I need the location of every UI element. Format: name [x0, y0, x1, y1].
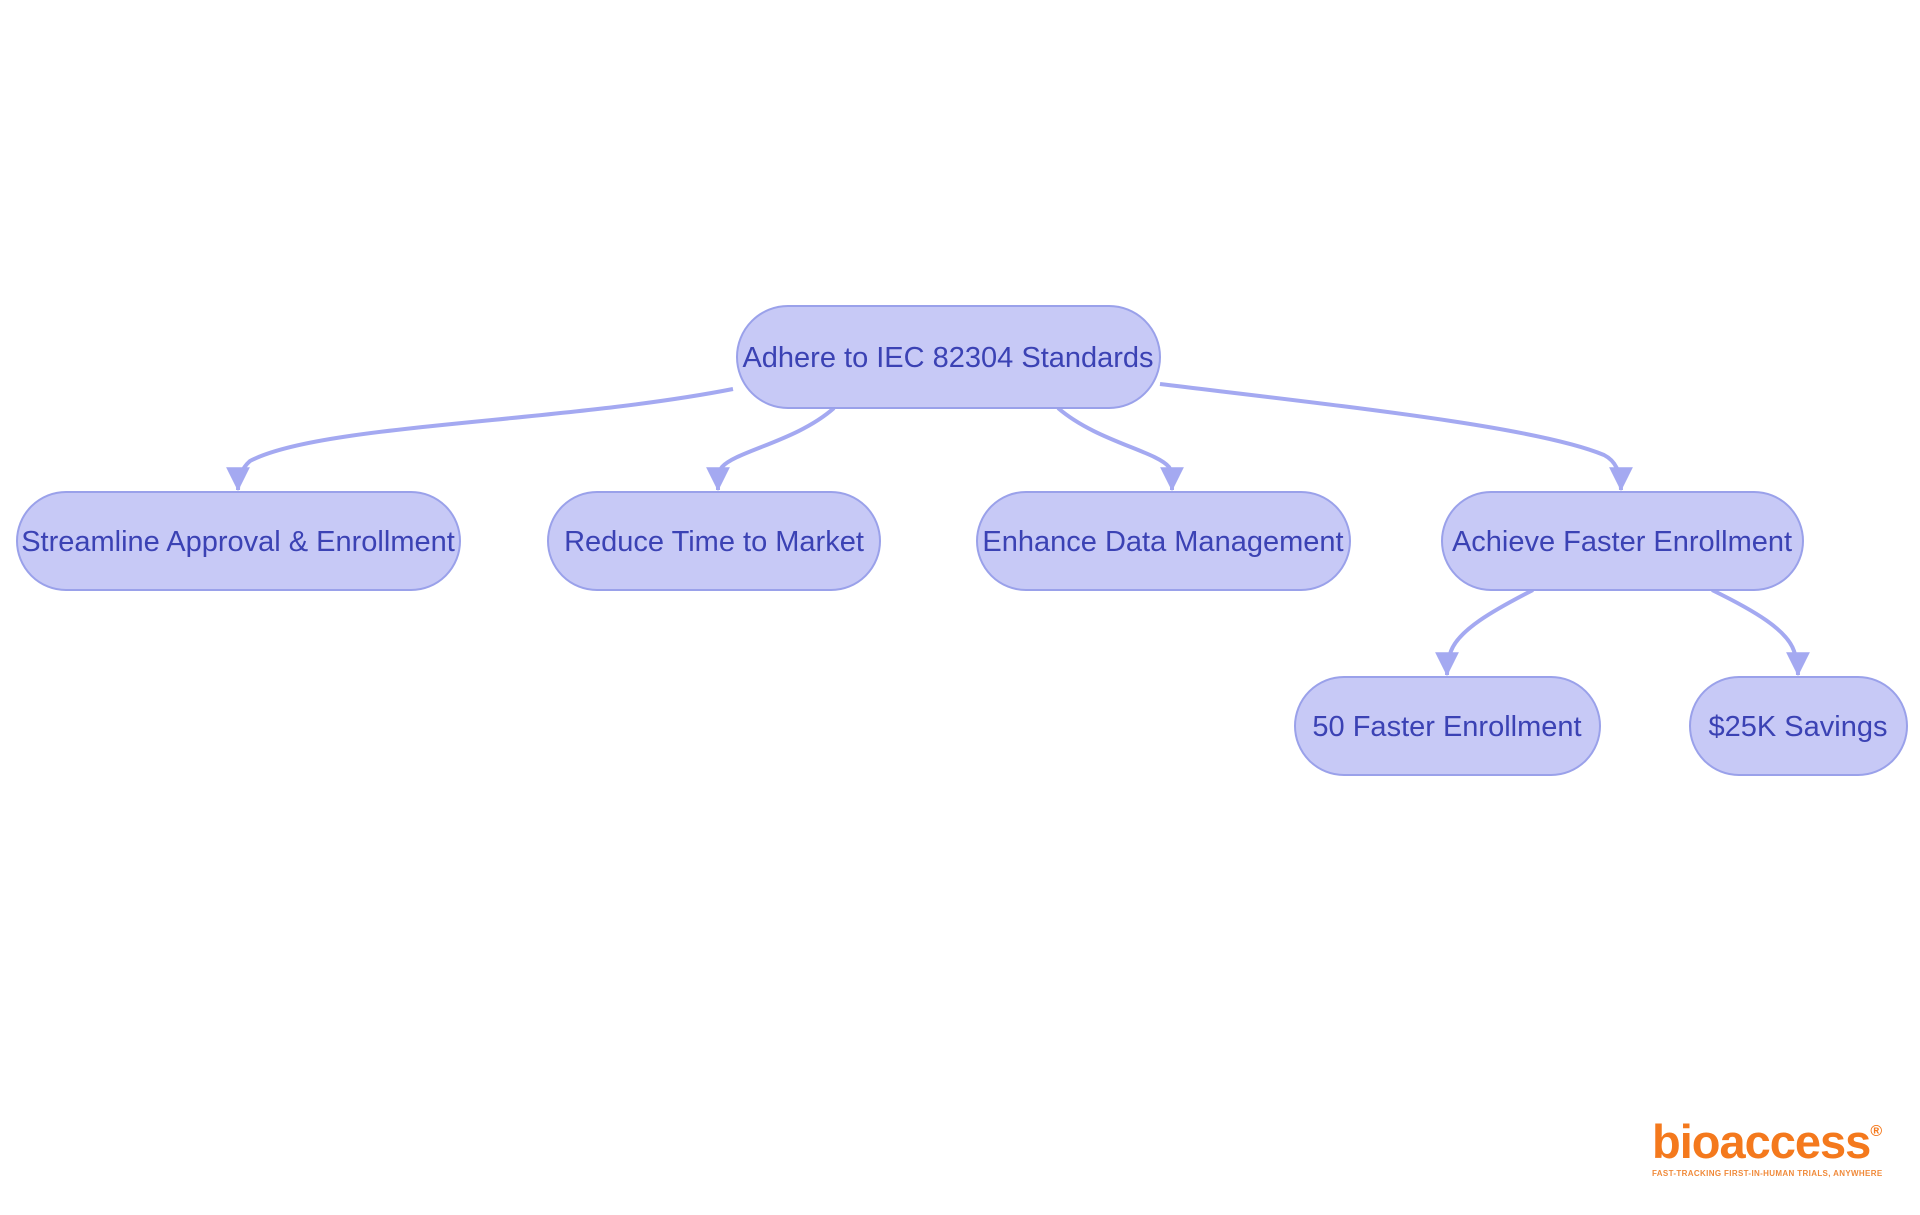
- node-streamline-approval-enrollment: Streamline Approval & Enrollment: [16, 491, 461, 591]
- node-label: Streamline Approval & Enrollment: [21, 526, 455, 558]
- node-shape: [547, 491, 881, 591]
- node-adhere-iec-82304: Adhere to IEC 82304 Standards: [736, 305, 1161, 409]
- node-reduce-time-to-market: Reduce Time to Market: [547, 491, 881, 591]
- node-shape: [736, 305, 1161, 409]
- registered-trademark-icon: ®: [1870, 1123, 1883, 1140]
- edge-faster-enrollment-to-25k-savings: [1711, 588, 1810, 677]
- node-achieve-faster-enrollment: Achieve Faster Enrollment: [1441, 491, 1804, 591]
- node-shape: [1441, 491, 1804, 591]
- logo-wordmark: bioaccess®: [1652, 1118, 1892, 1165]
- node-enhance-data-management: Enhance Data Management: [976, 491, 1351, 591]
- edge-root-to-streamline: [226, 387, 734, 492]
- edge-root-to-faster-enrollment: [1159, 382, 1633, 492]
- edge-faster-enrollment-to-50-faster: [1435, 588, 1534, 677]
- node-shape: [1294, 676, 1601, 776]
- node-50-faster-enrollment: 50 Faster Enrollment: [1294, 676, 1601, 776]
- node-shape: [976, 491, 1351, 591]
- node-label: Adhere to IEC 82304 Standards: [742, 342, 1153, 374]
- node-shape: [16, 491, 461, 591]
- node-label: $25K Savings: [1709, 711, 1888, 743]
- node-25k-savings: $25K Savings: [1689, 676, 1908, 776]
- logo-brand-text: bioaccess: [1652, 1115, 1871, 1168]
- bioaccess-logo: bioaccess® FAST-TRACKING FIRST-IN-HUMAN …: [1652, 1118, 1892, 1178]
- node-label: Achieve Faster Enrollment: [1452, 526, 1792, 558]
- node-label: Reduce Time to Market: [564, 526, 864, 558]
- edge-root-to-reduce-time: [706, 406, 836, 492]
- node-shape: [1689, 676, 1908, 776]
- logo-tagline: FAST-TRACKING FIRST-IN-HUMAN TRIALS, ANY…: [1652, 1169, 1883, 1178]
- edge-root-to-data-management: [1056, 406, 1184, 492]
- node-label: 50 Faster Enrollment: [1312, 711, 1581, 743]
- node-label: Enhance Data Management: [982, 526, 1343, 558]
